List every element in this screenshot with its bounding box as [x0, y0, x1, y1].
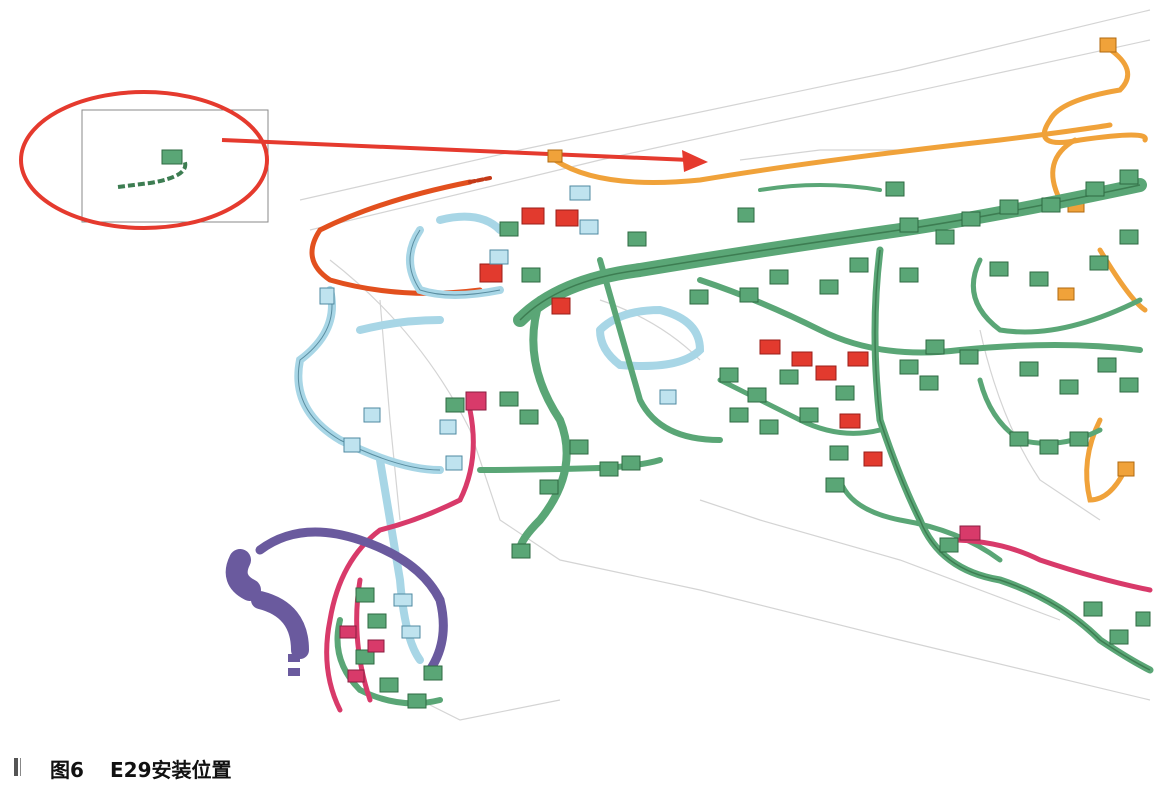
figure-title: E29安装位置 [110, 758, 232, 782]
caption-marker-line [20, 758, 21, 776]
orange-harness [552, 45, 1148, 503]
figure-caption: 图6 E29安装位置 [0, 748, 1155, 788]
purple-harness-end [288, 654, 300, 676]
light-blue-harness-outline [297, 229, 501, 471]
red-connectors [479, 207, 883, 467]
pink-connectors [339, 391, 981, 683]
callout-arrow [221, 138, 708, 172]
green-connectors [355, 169, 1151, 709]
e29-wire [117, 159, 188, 189]
red-harness [309, 176, 492, 296]
callout-circle [19, 90, 269, 230]
caption-marker [14, 758, 18, 776]
orange-connector [547, 149, 563, 163]
figure-number: 图6 [50, 758, 84, 782]
wiring-harness-diagram [19, 9, 1154, 721]
orange-connector [1057, 287, 1075, 301]
green-harness-shadow [519, 184, 1151, 671]
e29-connector [161, 149, 183, 165]
pink-harness [324, 407, 1153, 713]
inset-frame [81, 109, 269, 223]
purple-harness [225, 527, 448, 675]
orange-connector [1117, 461, 1135, 477]
callout-inset [19, 90, 269, 230]
orange-connector [1099, 37, 1117, 53]
light-blue-connectors [319, 185, 677, 639]
